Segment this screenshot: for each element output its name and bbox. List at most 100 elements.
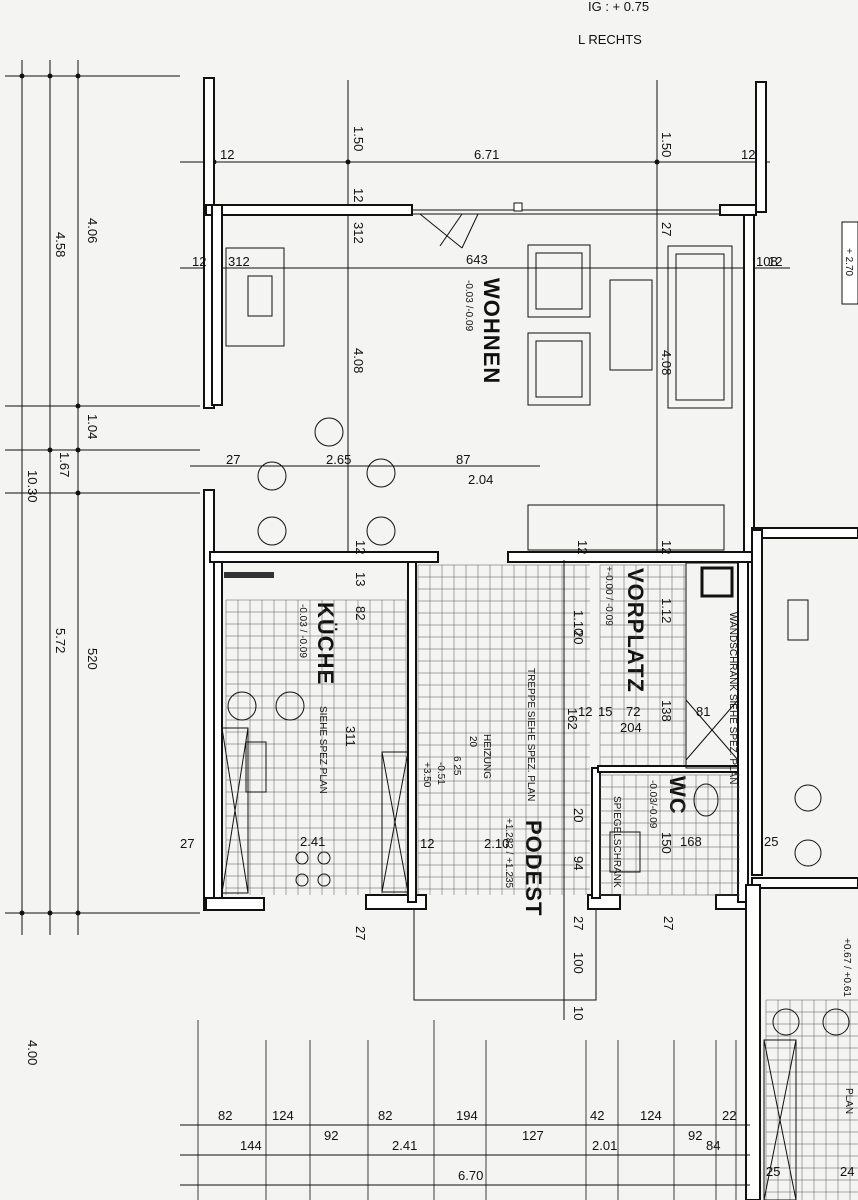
- dim-i-y: 81: [696, 704, 710, 719]
- dim-12-left: 12: [220, 147, 234, 162]
- dim-b2-5: 92: [688, 1128, 702, 1143]
- dim-1-04: 1.04: [85, 414, 100, 439]
- note-stair-c: -0.51: [435, 762, 446, 785]
- note-stair-a: 20: [467, 736, 478, 748]
- dim-b2-2: 2.41: [392, 1138, 417, 1153]
- dim-4-06: 4.06: [85, 218, 100, 243]
- level-wohnen: -0.03 /-0.09: [463, 280, 474, 332]
- dim-i-q: 20: [571, 630, 586, 644]
- bottom-dimension-chain: 82 124 82 194 42 124 22 144 92 2.41 127 …: [180, 1020, 854, 1200]
- dim-i-af: 94: [571, 856, 586, 870]
- dim-i-al: 100: [571, 952, 586, 974]
- dim-b2-6: 84: [706, 1138, 720, 1153]
- dim-i-d: 12: [768, 254, 782, 269]
- dim-corner-a: 25: [766, 1164, 780, 1179]
- dim-b1-4: 42: [590, 1108, 604, 1123]
- dim-i-p: 1.10: [571, 610, 586, 635]
- dim-1-67: 1.67: [57, 452, 72, 477]
- dim-i-ab: 2.41: [300, 834, 325, 849]
- level-wc: -0.03/-0.09: [647, 780, 658, 829]
- level-podest: +1.282 / +1.235: [503, 818, 514, 889]
- inner-dimensions: 12 312 108 12 4.08 4.08 27 2.65 87 2.04 …: [180, 254, 782, 1020]
- dim-i-ai: 25: [764, 834, 778, 849]
- walls: [203, 77, 858, 1200]
- dim-i-ac: 12: [420, 836, 434, 851]
- dim-i-l: 12: [575, 540, 590, 554]
- dim-27-top: 27: [659, 222, 674, 236]
- dim-4-58: 4.58: [53, 232, 68, 257]
- dim-i-am: 10: [571, 1006, 586, 1020]
- dim-12-right: 12: [741, 147, 755, 162]
- room-labels: WOHNEN -0.03 /-0.09 KÜCHE -0.03 / -0.09 …: [297, 278, 690, 916]
- plan-notes: TREPPE SIEHE SPEZ. PLAN WANDSCHRANK SIEH…: [421, 221, 858, 1114]
- dim-b1-5: 124: [640, 1108, 662, 1123]
- dim-b1-0: 82: [218, 1108, 232, 1123]
- dim-i-b: 312: [228, 254, 250, 269]
- dim-i-ag: 150: [659, 832, 674, 854]
- dim-i-n: 13: [353, 572, 368, 586]
- dim-i-i: 87: [456, 452, 470, 467]
- note-stair-d: +3.50: [421, 762, 432, 788]
- dim-i-m: 12: [659, 540, 674, 554]
- note-spiegelschrank: SPIEGELSCHRANK: [611, 796, 622, 888]
- note-right-edge: + 2.70: [843, 248, 854, 277]
- level-vorplatz: +-0.00 / -0.09: [603, 566, 614, 626]
- dim-b2-4: 2.01: [592, 1138, 617, 1153]
- dim-i-r: 1.12: [659, 598, 674, 623]
- dim-i-h: 2.65: [326, 452, 351, 467]
- level-kuche: -0.03 / -0.09: [297, 604, 308, 658]
- dim-b1-1: 124: [272, 1108, 294, 1123]
- dim-i-u: 72: [626, 704, 640, 719]
- room-wc: WC: [665, 776, 690, 815]
- dim-b1-3: 194: [456, 1108, 478, 1123]
- dim-b1-2: 82: [378, 1108, 392, 1123]
- dim-i-ak: 27: [571, 916, 586, 930]
- dim-10-30: 10.30: [25, 470, 40, 503]
- note-kuche: SIEHE SPEZ PLAN: [317, 706, 328, 794]
- kitchen-fixtures: [221, 572, 719, 894]
- dim-i-an: 27: [661, 916, 676, 930]
- dim-i-v: 138: [659, 700, 674, 722]
- dim-i-aa: 27: [180, 836, 194, 851]
- dim-i-j: 2.04: [468, 472, 493, 487]
- dim-total: 6.70: [458, 1168, 483, 1183]
- note-treppe: TREPPE SIEHE SPEZ. PLAN: [525, 668, 536, 801]
- dim-i-s: 12: [578, 704, 592, 719]
- note-stair-b: 6 25: [451, 756, 462, 776]
- tile-grid: [225, 564, 858, 1200]
- dim-i-o: 82: [353, 606, 368, 620]
- note-right-edge-b: +0.67 / +0.61: [841, 938, 852, 997]
- dim-4-00: 4.00: [25, 1040, 40, 1065]
- room-podest: PODEST: [521, 820, 546, 916]
- dim-6-71: 6.71: [474, 147, 499, 162]
- header-side: L RECHTS: [578, 32, 642, 47]
- dim-i-g: 27: [226, 452, 240, 467]
- dim-i-ae: 20: [571, 808, 586, 822]
- dim-520: 520: [85, 648, 100, 670]
- top-dimension-chain: 6.71 1.50 1.50 12 12 12 312 643 27: [180, 80, 790, 560]
- dim-i-f: 4.08: [659, 350, 674, 375]
- neighbour-fixtures: [763, 599, 850, 1200]
- dim-312: 312: [351, 222, 366, 244]
- note-heizung: HEIZUNG: [481, 734, 492, 779]
- dim-b2-1: 92: [324, 1128, 338, 1143]
- dim-i-t: 15: [598, 704, 612, 719]
- note-wandschrank: WANDSCHRANK SIEHE SPEZ. PLAN: [727, 612, 738, 784]
- dim-12-mid: 12: [351, 188, 366, 202]
- dim-1-50-left: 1.50: [351, 126, 366, 151]
- note-plan-small: PLAN: [843, 1088, 854, 1114]
- dim-corner-b: 24: [840, 1164, 854, 1179]
- wardrobe: [685, 562, 739, 769]
- dim-5-72: 5.72: [53, 628, 68, 653]
- dim-b2-0: 144: [240, 1138, 262, 1153]
- dim-i-x: 204: [620, 720, 642, 735]
- room-vorplatz: VORPLATZ: [623, 568, 648, 693]
- dim-i-ah: 168: [680, 834, 702, 849]
- dim-i-c: 108: [756, 254, 778, 269]
- room-wohnen: WOHNEN: [479, 278, 504, 384]
- dim-i-z: 311: [343, 726, 358, 747]
- dim-i-aj: 27: [353, 926, 368, 940]
- dim-i-ad: 2.10: [484, 836, 509, 851]
- header-level: IG : + 0.75: [588, 0, 649, 14]
- dim-b1-6: 22: [722, 1108, 736, 1123]
